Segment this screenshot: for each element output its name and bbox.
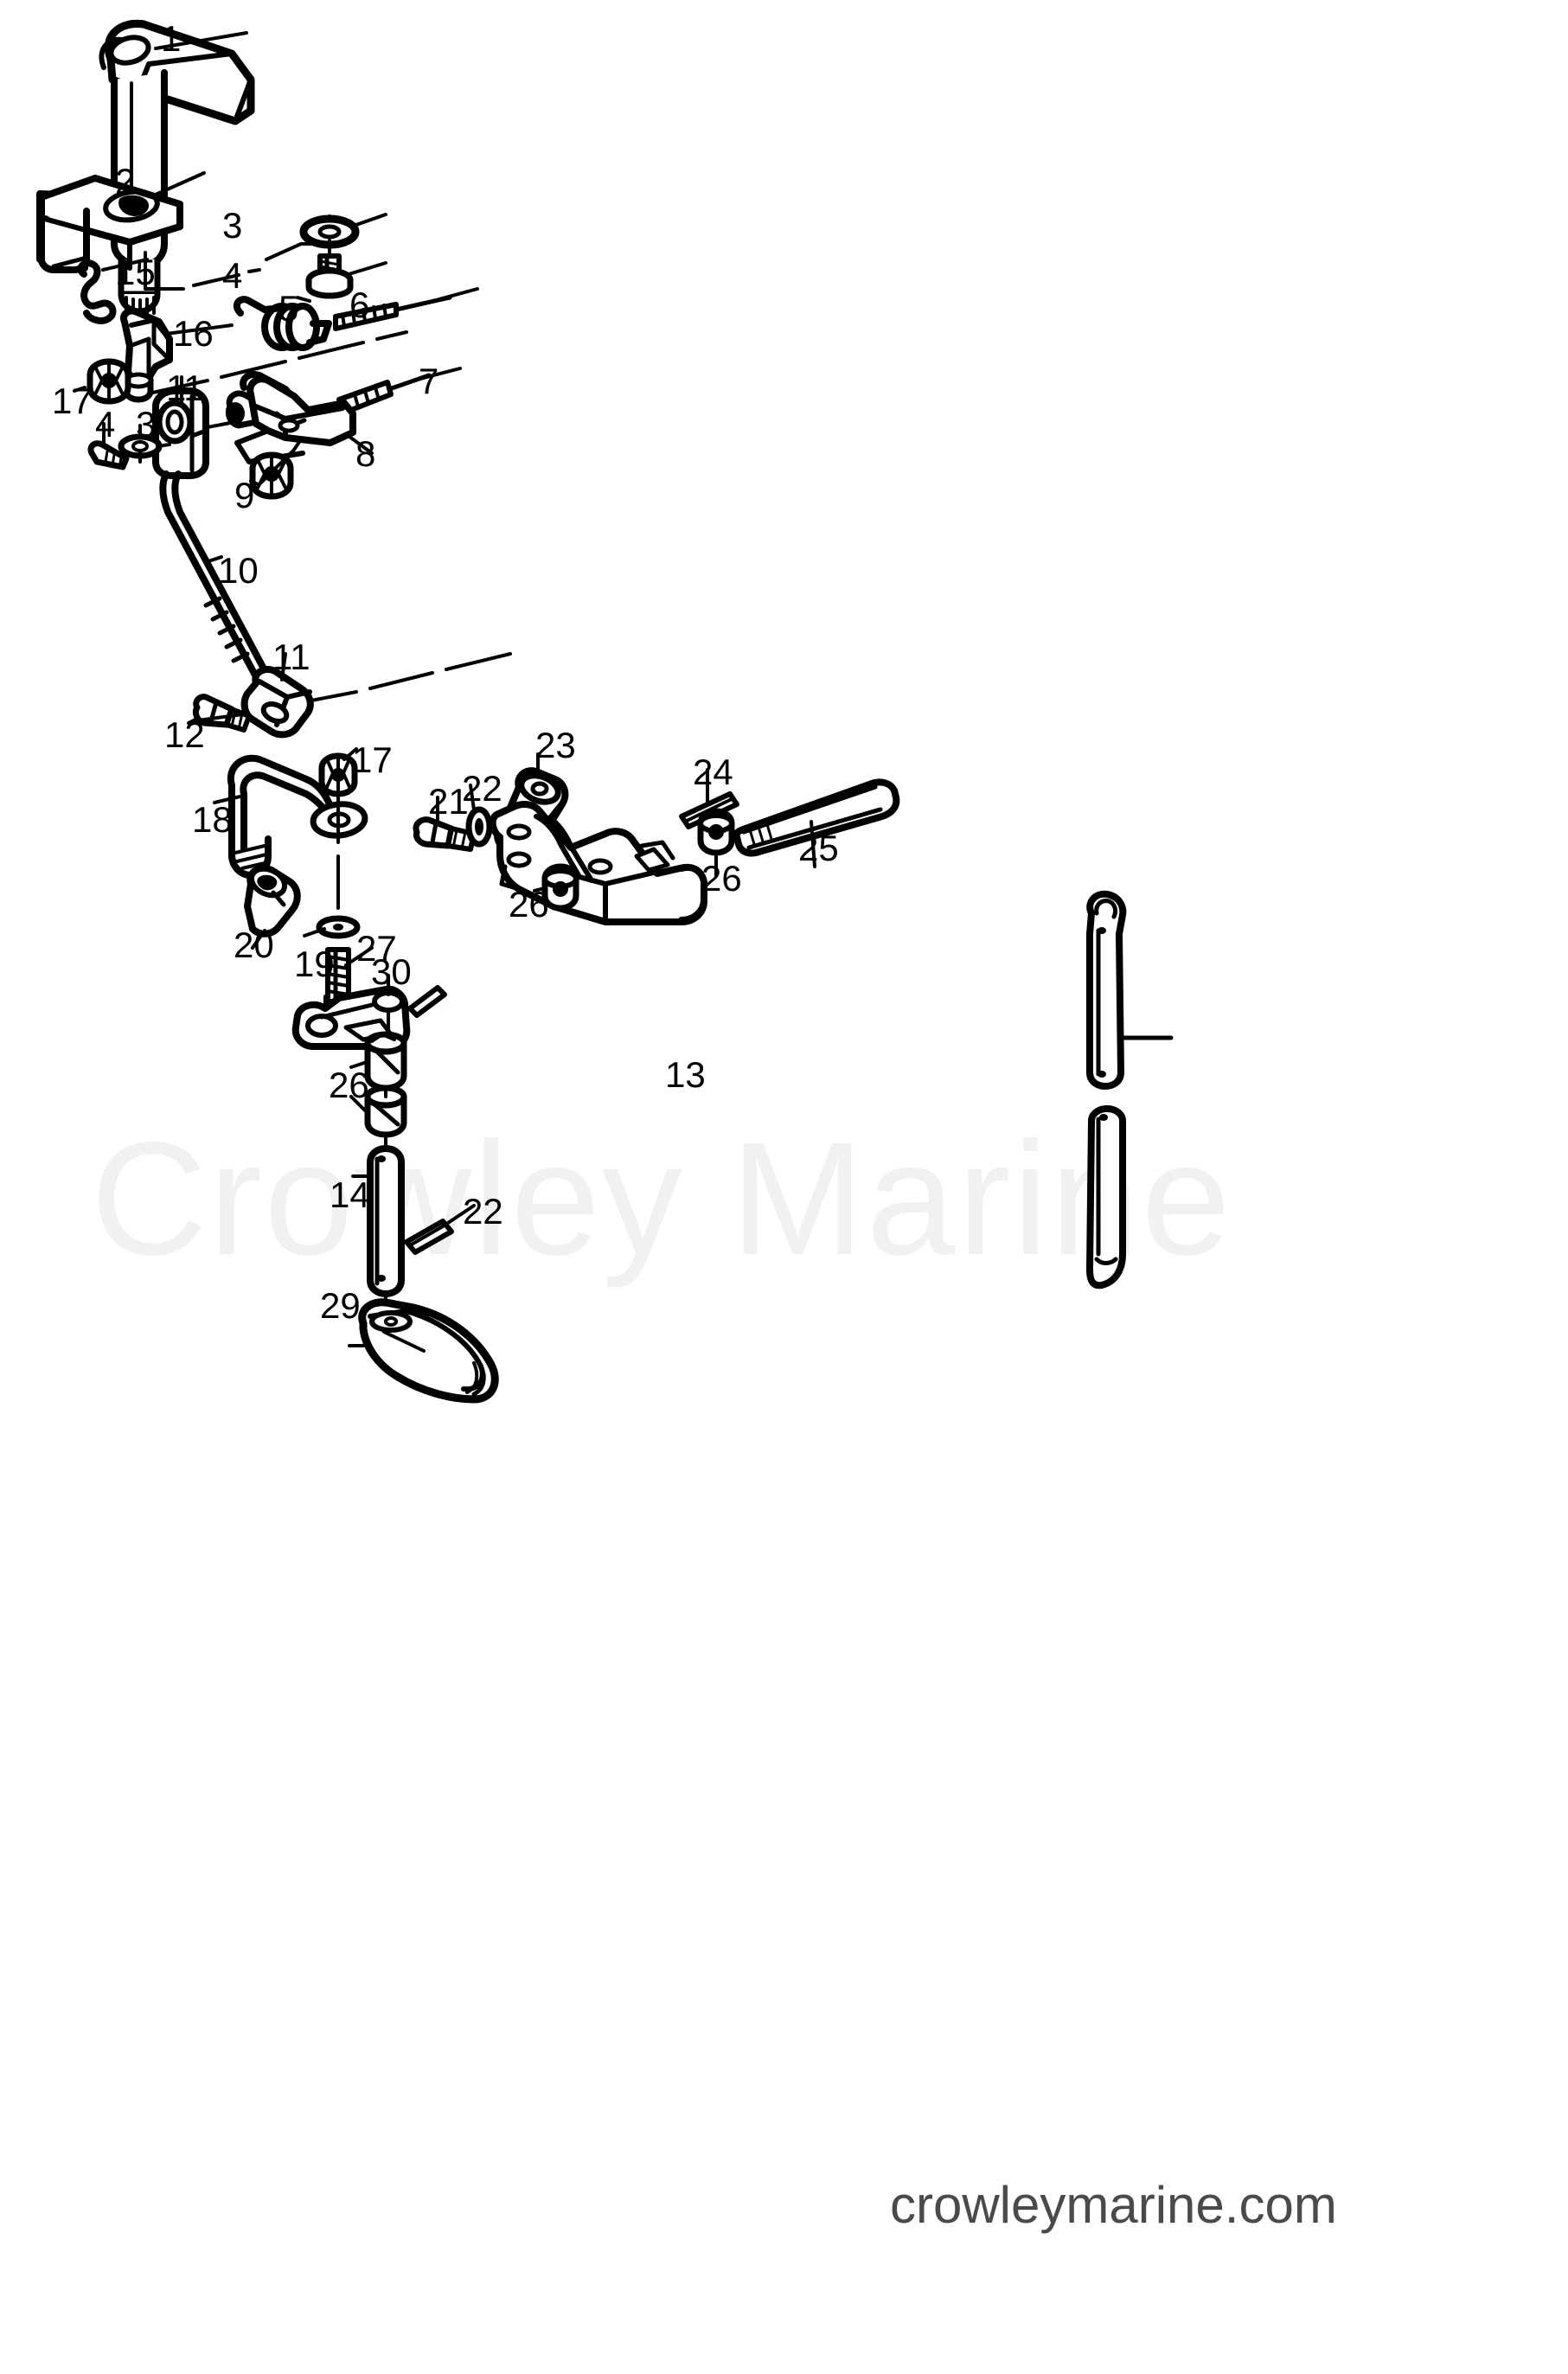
part-26-bushing-lower xyxy=(349,1085,407,1164)
callout-3-upper: 3 xyxy=(222,205,243,246)
callout-13: 13 xyxy=(665,1054,706,1095)
part-3-washer-lower xyxy=(118,424,171,464)
part-3-washer-upper xyxy=(299,213,387,261)
callout-4-lower: 4 xyxy=(95,404,116,445)
callout-11-lower: 11 xyxy=(272,637,310,677)
part-10-shift-rod xyxy=(159,470,275,687)
part-30-link-arm xyxy=(291,974,447,1050)
callout-14: 14 xyxy=(330,1174,370,1215)
callout-5: 5 xyxy=(278,288,299,329)
callout-30: 30 xyxy=(371,951,412,992)
callout-22-upper: 22 xyxy=(462,768,502,809)
callout-11-upper: 11 xyxy=(166,368,204,408)
part-15-cotter-clip xyxy=(77,258,149,324)
callout-17-lower: 17 xyxy=(352,739,393,780)
callout-27: 27 xyxy=(356,928,397,969)
callout-7: 7 xyxy=(419,361,439,401)
part-7-screw xyxy=(336,367,462,416)
callout-22-lower: 22 xyxy=(463,1191,503,1232)
part-17-lock-nut-lower xyxy=(318,747,358,936)
callout-19: 19 xyxy=(294,944,335,984)
callout-15: 15 xyxy=(115,252,156,292)
callout-23: 23 xyxy=(535,725,576,765)
part-19-washer xyxy=(303,915,361,939)
part-4-screw-lower xyxy=(87,422,130,470)
part-9-lock-nut xyxy=(249,438,303,500)
part-16-detent-lever xyxy=(120,307,408,403)
callout-8: 8 xyxy=(355,433,376,474)
callout-9: 9 xyxy=(234,475,255,515)
site-url-text: crowleymarine.com xyxy=(890,2176,1337,2234)
part-6-screw xyxy=(333,287,479,331)
part-26-bushing-upper xyxy=(349,1031,407,1091)
callout-29: 29 xyxy=(320,1285,361,1326)
part-26-bushing-bottom xyxy=(533,863,579,912)
part-22-pin-lower xyxy=(404,1204,476,1255)
callout-10: 10 xyxy=(218,550,259,591)
callout-20: 20 xyxy=(234,925,274,965)
part-13-blade-rod-lower xyxy=(1086,1105,1126,1289)
callout-24: 24 xyxy=(693,752,733,792)
callout-6: 6 xyxy=(349,285,370,325)
part-13-blade-rod-upper xyxy=(1086,890,1174,1090)
callout-2: 2 xyxy=(115,161,136,202)
callout-26-right: 26 xyxy=(701,858,742,899)
part-8-shift-lever xyxy=(225,371,374,464)
part-25-tube-shaft xyxy=(733,778,900,868)
callout-26-bottom: 26 xyxy=(509,884,549,925)
part-26-bushing-right xyxy=(697,808,735,877)
part-12-set-screw xyxy=(187,694,252,733)
part-29-tiller-grip xyxy=(348,1298,499,1404)
part-22-washer xyxy=(465,784,493,848)
callout-18: 18 xyxy=(192,799,233,840)
callout-1: 1 xyxy=(161,18,182,59)
callout-17-upper: 17 xyxy=(52,381,93,421)
callout-26-centre: 26 xyxy=(329,1065,369,1105)
callout-4-upper: 4 xyxy=(222,255,243,296)
callout-3-lower: 3 xyxy=(136,404,157,445)
part-20-grip xyxy=(244,865,301,950)
part-5-torsion-spring xyxy=(233,296,332,351)
part-17-lock-nut-upper xyxy=(73,358,131,405)
callout-25: 25 xyxy=(798,828,839,868)
callout-21: 21 xyxy=(428,781,469,822)
part-4-screw-upper xyxy=(305,253,387,299)
callout-16: 16 xyxy=(173,313,214,354)
callout-12: 12 xyxy=(164,714,205,755)
part-21-screw xyxy=(413,796,477,852)
